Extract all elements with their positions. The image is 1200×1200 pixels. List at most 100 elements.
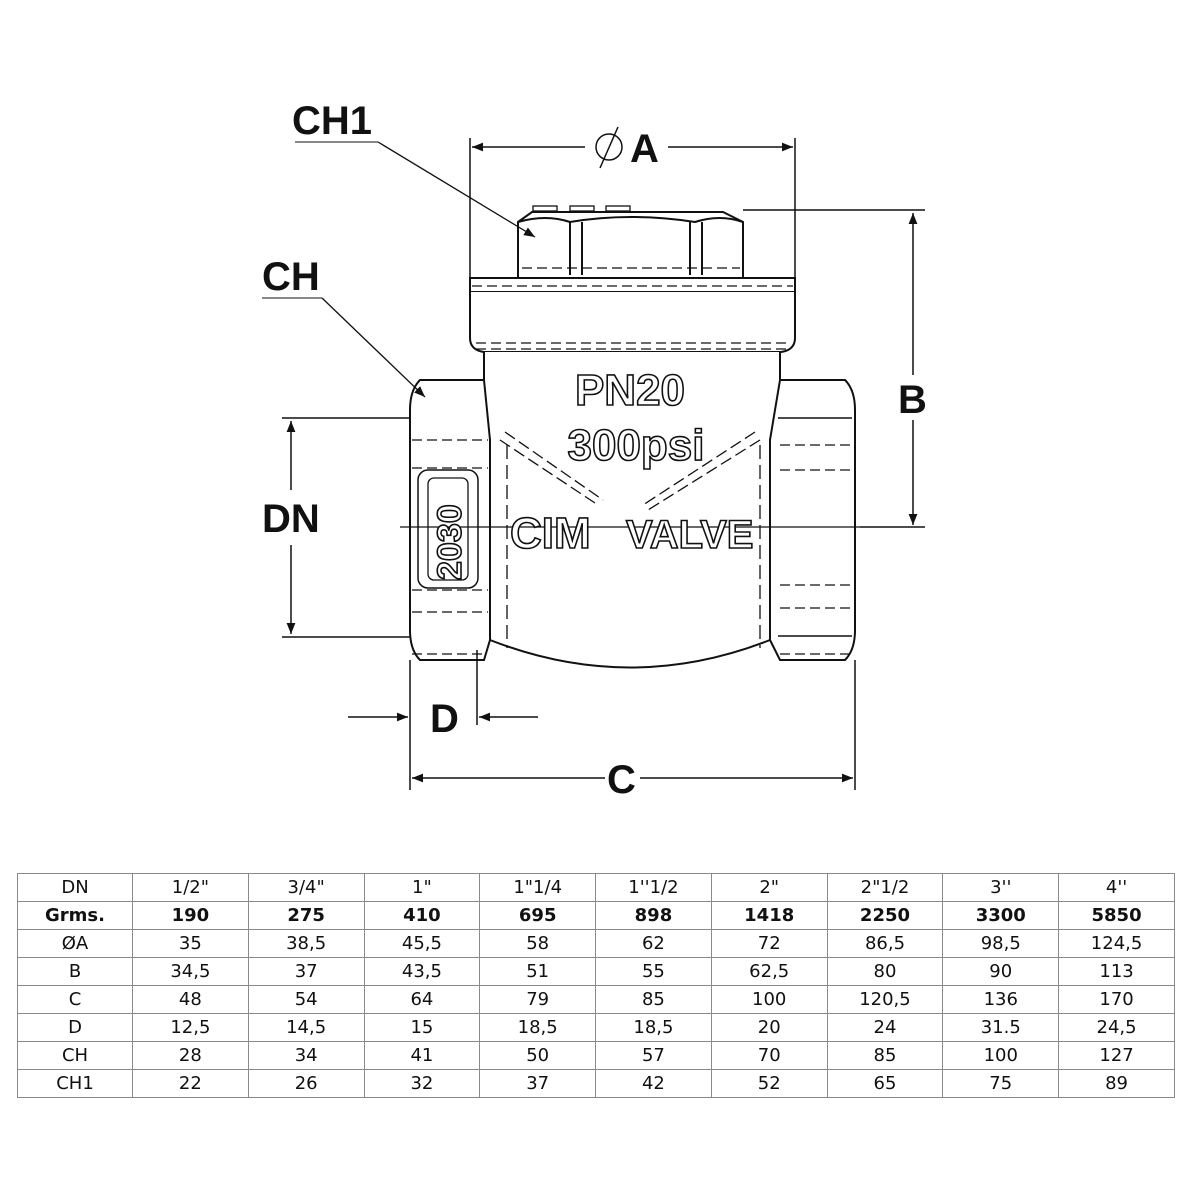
table-cell: 3'': [942, 873, 1060, 902]
dimension-d: [348, 650, 538, 790]
table-cell: 20: [710, 1013, 828, 1042]
table-cell: 64: [363, 985, 481, 1014]
table-cell: 898: [595, 901, 712, 930]
table-cell: 1": [363, 873, 481, 902]
table-cell: 2"1/2: [826, 873, 944, 902]
table-cell: 86,5: [826, 929, 944, 958]
dimension-b: [743, 209, 925, 528]
leader-ch1: [295, 141, 536, 238]
row-header: Grms.: [17, 901, 133, 930]
table-cell: 75: [942, 1069, 1060, 1098]
dimension-dn: [282, 417, 410, 638]
table-cell: 31.5: [942, 1013, 1060, 1042]
table-cell: 51: [479, 957, 597, 986]
table-cell: 18,5: [595, 1013, 712, 1042]
table-cell: 34: [247, 1041, 365, 1070]
model-marking: 2030: [431, 504, 469, 580]
table-cell: 90: [942, 957, 1060, 986]
table-cell: 57: [595, 1041, 712, 1070]
table-cell: 54: [247, 985, 365, 1014]
dimension-c: [412, 660, 856, 790]
table-cell: 85: [826, 1041, 944, 1070]
table-cell: 70: [710, 1041, 828, 1070]
label-phi-a: A: [630, 127, 659, 171]
label-d: D: [430, 697, 459, 741]
table-cell: 1/2": [132, 873, 249, 902]
table-cell: 85: [595, 985, 712, 1014]
table-cell: 62: [595, 929, 712, 958]
row-header: DN: [17, 873, 133, 902]
table-cell: 1"1/4: [479, 873, 597, 902]
table-cell: 18,5: [479, 1013, 597, 1042]
table-cell: 48: [132, 985, 249, 1014]
table-cell: 72: [710, 929, 828, 958]
table-cell: 190: [132, 901, 249, 930]
leader-ch: [262, 297, 426, 398]
table-cell: 136: [942, 985, 1060, 1014]
table-cell: 14,5: [247, 1013, 365, 1042]
row-header: ØA: [17, 929, 133, 958]
table-cell: 65: [826, 1069, 944, 1098]
pressure-marking: PN20: [575, 366, 685, 415]
table-cell: 275: [247, 901, 365, 930]
table-cell: 52: [710, 1069, 828, 1098]
table-cell: 89: [1058, 1069, 1175, 1098]
row-header: CH: [17, 1041, 133, 1070]
valve-body: [477, 352, 785, 669]
table-cell: 38,5: [247, 929, 365, 958]
table-cell: 3/4": [247, 873, 365, 902]
table-cell: 410: [363, 901, 481, 930]
table-cell: 26: [247, 1069, 365, 1098]
label-b: B: [898, 378, 927, 422]
label-c: C: [607, 758, 636, 802]
label-dn: DN: [262, 497, 320, 541]
row-header: D: [17, 1013, 133, 1042]
table-cell: 80: [826, 957, 944, 986]
table-cell: 45,5: [363, 929, 481, 958]
table-cell: 42: [595, 1069, 712, 1098]
table-cell: 12,5: [132, 1013, 249, 1042]
cap-flange: [469, 277, 796, 353]
row-header: CH1: [17, 1069, 133, 1098]
label-ch: CH: [262, 255, 320, 299]
table-cell: 24: [826, 1013, 944, 1042]
table-cell: 4'': [1058, 873, 1175, 902]
left-hex-end: [409, 379, 491, 661]
table-cell: 5850: [1058, 901, 1175, 930]
table-cell: 43,5: [363, 957, 481, 986]
table-cell: 2": [710, 873, 828, 902]
table-cell: 34,5: [132, 957, 249, 986]
brand-valve: VALVE: [626, 513, 753, 557]
table-cell: 35: [132, 929, 249, 958]
row-header: B: [17, 957, 133, 986]
psi-marking: 300psi: [568, 421, 705, 470]
table-cell: 100: [710, 985, 828, 1014]
table-cell: 124,5: [1058, 929, 1175, 958]
table-cell: 100: [942, 1041, 1060, 1070]
table-cell: 1418: [710, 901, 828, 930]
table-cell: 37: [479, 1069, 597, 1098]
table-cell: 695: [479, 901, 597, 930]
table-cell: 58: [479, 929, 597, 958]
table-cell: 15: [363, 1013, 481, 1042]
table-cell: 62,5: [710, 957, 828, 986]
row-header: C: [17, 985, 133, 1014]
table-cell: 55: [595, 957, 712, 986]
brand-cim: CIM: [510, 509, 591, 558]
cap-hex-nut: [517, 205, 744, 279]
table-cell: 98,5: [942, 929, 1060, 958]
table-cell: 120,5: [826, 985, 944, 1014]
right-hex-end: [769, 379, 856, 661]
table-cell: 22: [132, 1069, 249, 1098]
table-cell: 3300: [942, 901, 1060, 930]
table-cell: 2250: [826, 901, 944, 930]
label-ch1: CH1: [292, 99, 372, 143]
table-cell: 170: [1058, 985, 1175, 1014]
